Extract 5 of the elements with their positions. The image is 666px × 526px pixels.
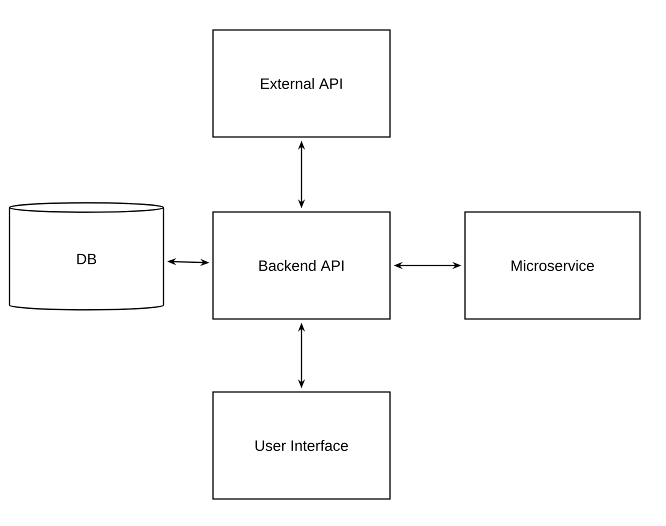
process-box: External API: [212, 29, 391, 138]
database-cylinder: DB: [8, 202, 164, 310]
process-box: User Interface: [212, 391, 391, 500]
process-box: Microservice: [464, 211, 641, 320]
process-box: Backend API: [212, 211, 391, 320]
